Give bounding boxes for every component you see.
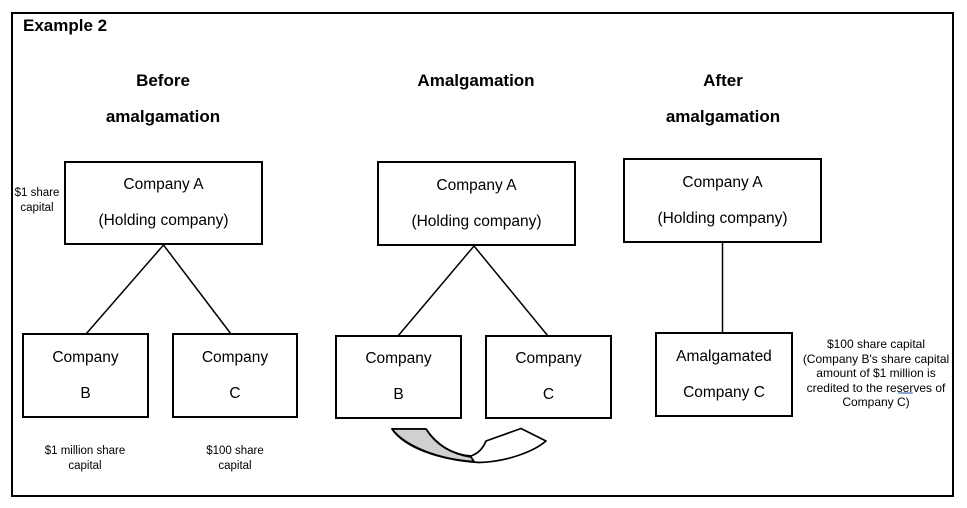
before-company-c-box: Company C <box>172 333 298 418</box>
heading-amalgamation: Amalgamation <box>366 63 586 99</box>
after-holding-company-box: Company A (Holding company) <box>623 158 822 243</box>
during-company-b-box: Company B <box>335 335 462 419</box>
during-holding-company-box: Company A (Holding company) <box>377 161 576 246</box>
spellcheck-underline <box>898 392 913 394</box>
note-line: $100 share capital <box>826 337 926 351</box>
note-line: capital <box>218 459 252 472</box>
company-name: Company A <box>682 173 763 191</box>
company-b-share-capital-note: $1 million share capital <box>25 444 145 473</box>
company-letter: B <box>393 386 404 403</box>
heading-line: amalgamation <box>105 107 221 126</box>
note-line: Company C) <box>842 395 910 409</box>
note-line: (Company B's share capital <box>802 351 950 366</box>
before-company-b-box: Company B <box>22 333 149 418</box>
company-letter: C <box>542 386 555 403</box>
company-name: Company <box>515 350 582 367</box>
company-name: Company C <box>683 383 765 401</box>
amalgamated-company-c-box: Amalgamated Company C <box>655 332 793 417</box>
note-line: credited to the reserves of <box>806 380 946 395</box>
company-role: (Holding company) <box>657 209 788 227</box>
after-share-capital-note: $100 share capital (Company B's share ca… <box>791 337 961 410</box>
company-name: Amalgamated <box>676 347 772 365</box>
company-name: Company A <box>123 176 204 193</box>
company-name: Company <box>201 348 269 366</box>
company-name: Company <box>52 348 119 366</box>
company-role: (Holding company) <box>98 212 229 229</box>
heading-after-amalgamation: After amalgamation <box>613 63 833 135</box>
company-name: Company A <box>436 176 517 194</box>
company-letter: B <box>80 384 91 402</box>
example-title: Example 2 <box>23 16 108 35</box>
company-role: (Holding company) <box>411 212 542 230</box>
heading-line: After <box>703 71 743 90</box>
heading-line: amalgamation <box>665 107 781 126</box>
holding-share-capital-note: $1 share capital <box>8 186 66 215</box>
note-line: $1 share <box>14 187 60 199</box>
during-company-c-box: Company C <box>485 335 612 419</box>
outer-border <box>11 12 954 497</box>
note-line: capital <box>20 201 54 214</box>
before-holding-company-box: Company A (Holding company) <box>64 161 263 245</box>
heading-line: Amalgamation <box>417 71 535 90</box>
note-line: $100 share <box>206 445 264 457</box>
note-line: amount of $1 million is <box>816 366 936 380</box>
heading-before-amalgamation: Before amalgamation <box>53 63 273 135</box>
heading-line: Before <box>136 71 190 90</box>
company-letter: C <box>229 384 241 402</box>
company-c-share-capital-note: $100 share capital <box>175 444 295 473</box>
note-line: capital <box>68 459 102 472</box>
company-name: Company <box>365 350 432 367</box>
note-line: $1 million share <box>44 445 126 457</box>
